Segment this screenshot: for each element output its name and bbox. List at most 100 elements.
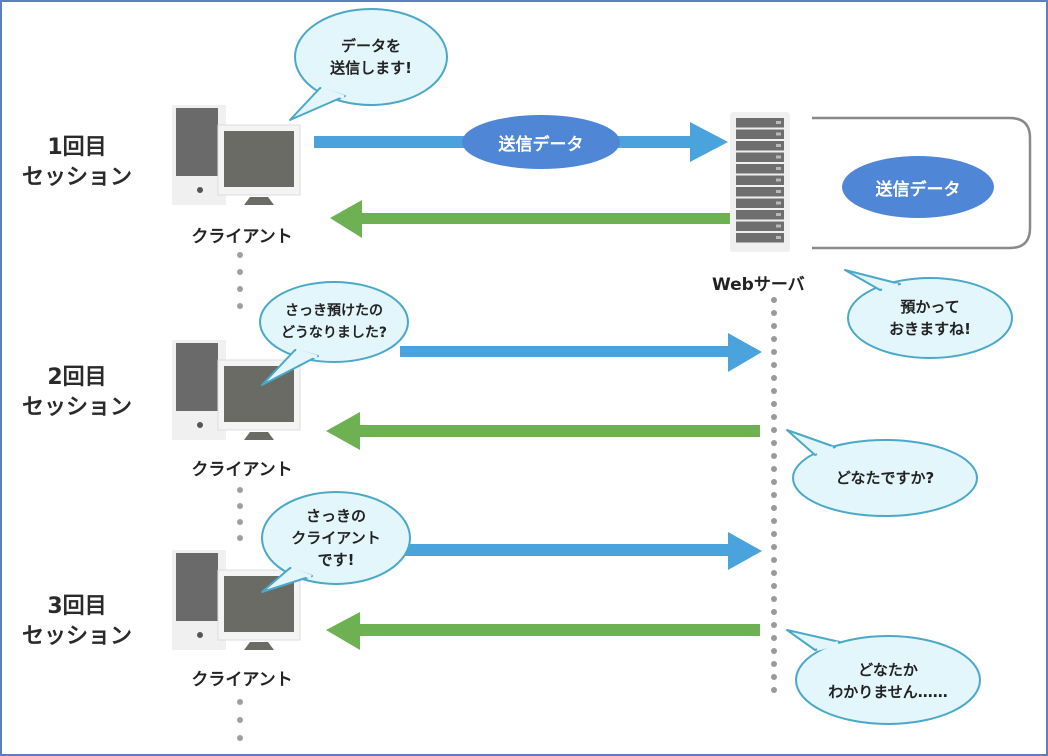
dot <box>771 531 777 537</box>
rack-slot <box>736 141 784 151</box>
session-2-number: 2回目 <box>47 365 107 390</box>
request-data-pill: 送信データ <box>462 115 620 169</box>
dot <box>771 323 777 329</box>
bubble-text-session-1-server: 預かって おきますね! <box>855 285 1005 351</box>
rack-led <box>776 213 781 216</box>
client-label-session-3: クライアント <box>191 670 293 690</box>
dot <box>771 388 777 394</box>
stored-data-pill: 送信データ <box>842 156 994 218</box>
rack-slot <box>736 152 784 162</box>
dot <box>771 401 777 407</box>
bubble-text-session-3-server: どなたか わかりません…… <box>800 648 976 714</box>
dot <box>771 375 777 381</box>
session-2-word: セッション <box>21 395 132 420</box>
bubble-session-2-client <box>259 281 409 386</box>
client-label-session-2: クライアント <box>191 460 293 480</box>
dot <box>771 453 777 459</box>
bubble-line: どなたですか? <box>835 469 935 487</box>
rack-slot <box>736 198 784 208</box>
bubble-text-session-2-client: さっき預けたの どうなりました? <box>262 290 406 354</box>
session-3-word: セッション <box>21 624 132 649</box>
dot <box>771 609 777 615</box>
bubble-line: です! <box>317 551 355 569</box>
dot <box>771 570 777 576</box>
bubble-line: クライアント <box>291 529 381 547</box>
rack-slot <box>736 221 784 231</box>
dot <box>771 349 777 355</box>
session-1-number: 1回目 <box>47 135 107 160</box>
rack-led <box>776 201 781 205</box>
server-label: Webサーバ <box>712 275 805 295</box>
dot <box>771 414 777 420</box>
dot <box>771 583 777 589</box>
bubble-session-2-server <box>786 429 978 517</box>
rack-slot <box>736 164 784 174</box>
dot <box>771 557 777 563</box>
dot <box>771 505 777 511</box>
dot <box>771 310 777 316</box>
dot <box>771 544 777 550</box>
dot <box>771 297 777 303</box>
dot <box>771 596 777 602</box>
bubble-line: 預かって <box>900 298 960 316</box>
dot <box>771 336 777 342</box>
rack-led <box>776 132 781 136</box>
dot <box>771 427 777 433</box>
rack-slot <box>736 210 784 220</box>
bubble-line: データを <box>340 37 401 55</box>
dot <box>771 479 777 485</box>
dot <box>771 687 777 693</box>
dot <box>771 466 777 472</box>
bubble-line: わかりません…… <box>828 683 948 701</box>
client-computer-icon <box>172 550 301 650</box>
session-3-number: 3回目 <box>47 594 107 619</box>
dot <box>771 648 777 654</box>
dot <box>771 440 777 446</box>
bubble-text-session-1-client: データを 送信します! <box>300 20 442 94</box>
dot <box>771 492 777 498</box>
client-dotted-line <box>237 252 243 741</box>
dot <box>771 518 777 524</box>
bubble-session-1-client <box>289 8 448 121</box>
bubble-line: どなたか <box>858 661 918 679</box>
dot <box>771 635 777 641</box>
rack-slot <box>736 187 784 197</box>
rack-led <box>776 178 781 182</box>
bubble-session-3-server <box>786 629 981 725</box>
bubble-line: 送信します! <box>330 59 412 77</box>
session-3-request-arrow <box>400 532 762 570</box>
session-2-request-arrow <box>400 333 762 372</box>
bubble-line: おきますね! <box>889 320 971 338</box>
rack-led <box>776 190 781 193</box>
bubble-line: どうなりました? <box>280 325 388 341</box>
session-1-word: セッション <box>21 165 132 190</box>
bubble-session-3-client <box>261 491 411 593</box>
rack-slot <box>736 233 784 243</box>
bubble-line: さっき預けたの <box>285 303 383 319</box>
dot <box>771 661 777 667</box>
bubble-session-1-server <box>844 269 1013 359</box>
dot <box>771 622 777 628</box>
rack-led <box>776 144 781 147</box>
dot <box>771 674 777 680</box>
client-computer-icon <box>172 340 301 440</box>
rack-led <box>776 121 781 124</box>
rack-slot <box>736 129 784 139</box>
server-rack-icon <box>730 112 790 252</box>
bubble-text-session-2-server: どなたですか? <box>800 455 970 501</box>
bubble-text-session-3-client: さっきの クライアント です! <box>264 500 408 576</box>
rack-led <box>776 155 781 159</box>
session-3-label: 3回目 セッション <box>2 592 152 652</box>
rack-slot <box>736 175 784 185</box>
bubble-line: さっきの <box>305 507 366 525</box>
client-label-session-1: クライアント <box>191 227 293 247</box>
rack-slot <box>736 118 784 128</box>
session-2-response-arrow <box>326 412 760 450</box>
session-2-label: 2回目 セッション <box>2 363 152 423</box>
session-3-response-arrow <box>326 612 760 650</box>
server-dotted-line <box>771 297 777 693</box>
client-computer-icon <box>172 105 301 205</box>
dot <box>771 362 777 368</box>
rack-led <box>776 224 781 228</box>
